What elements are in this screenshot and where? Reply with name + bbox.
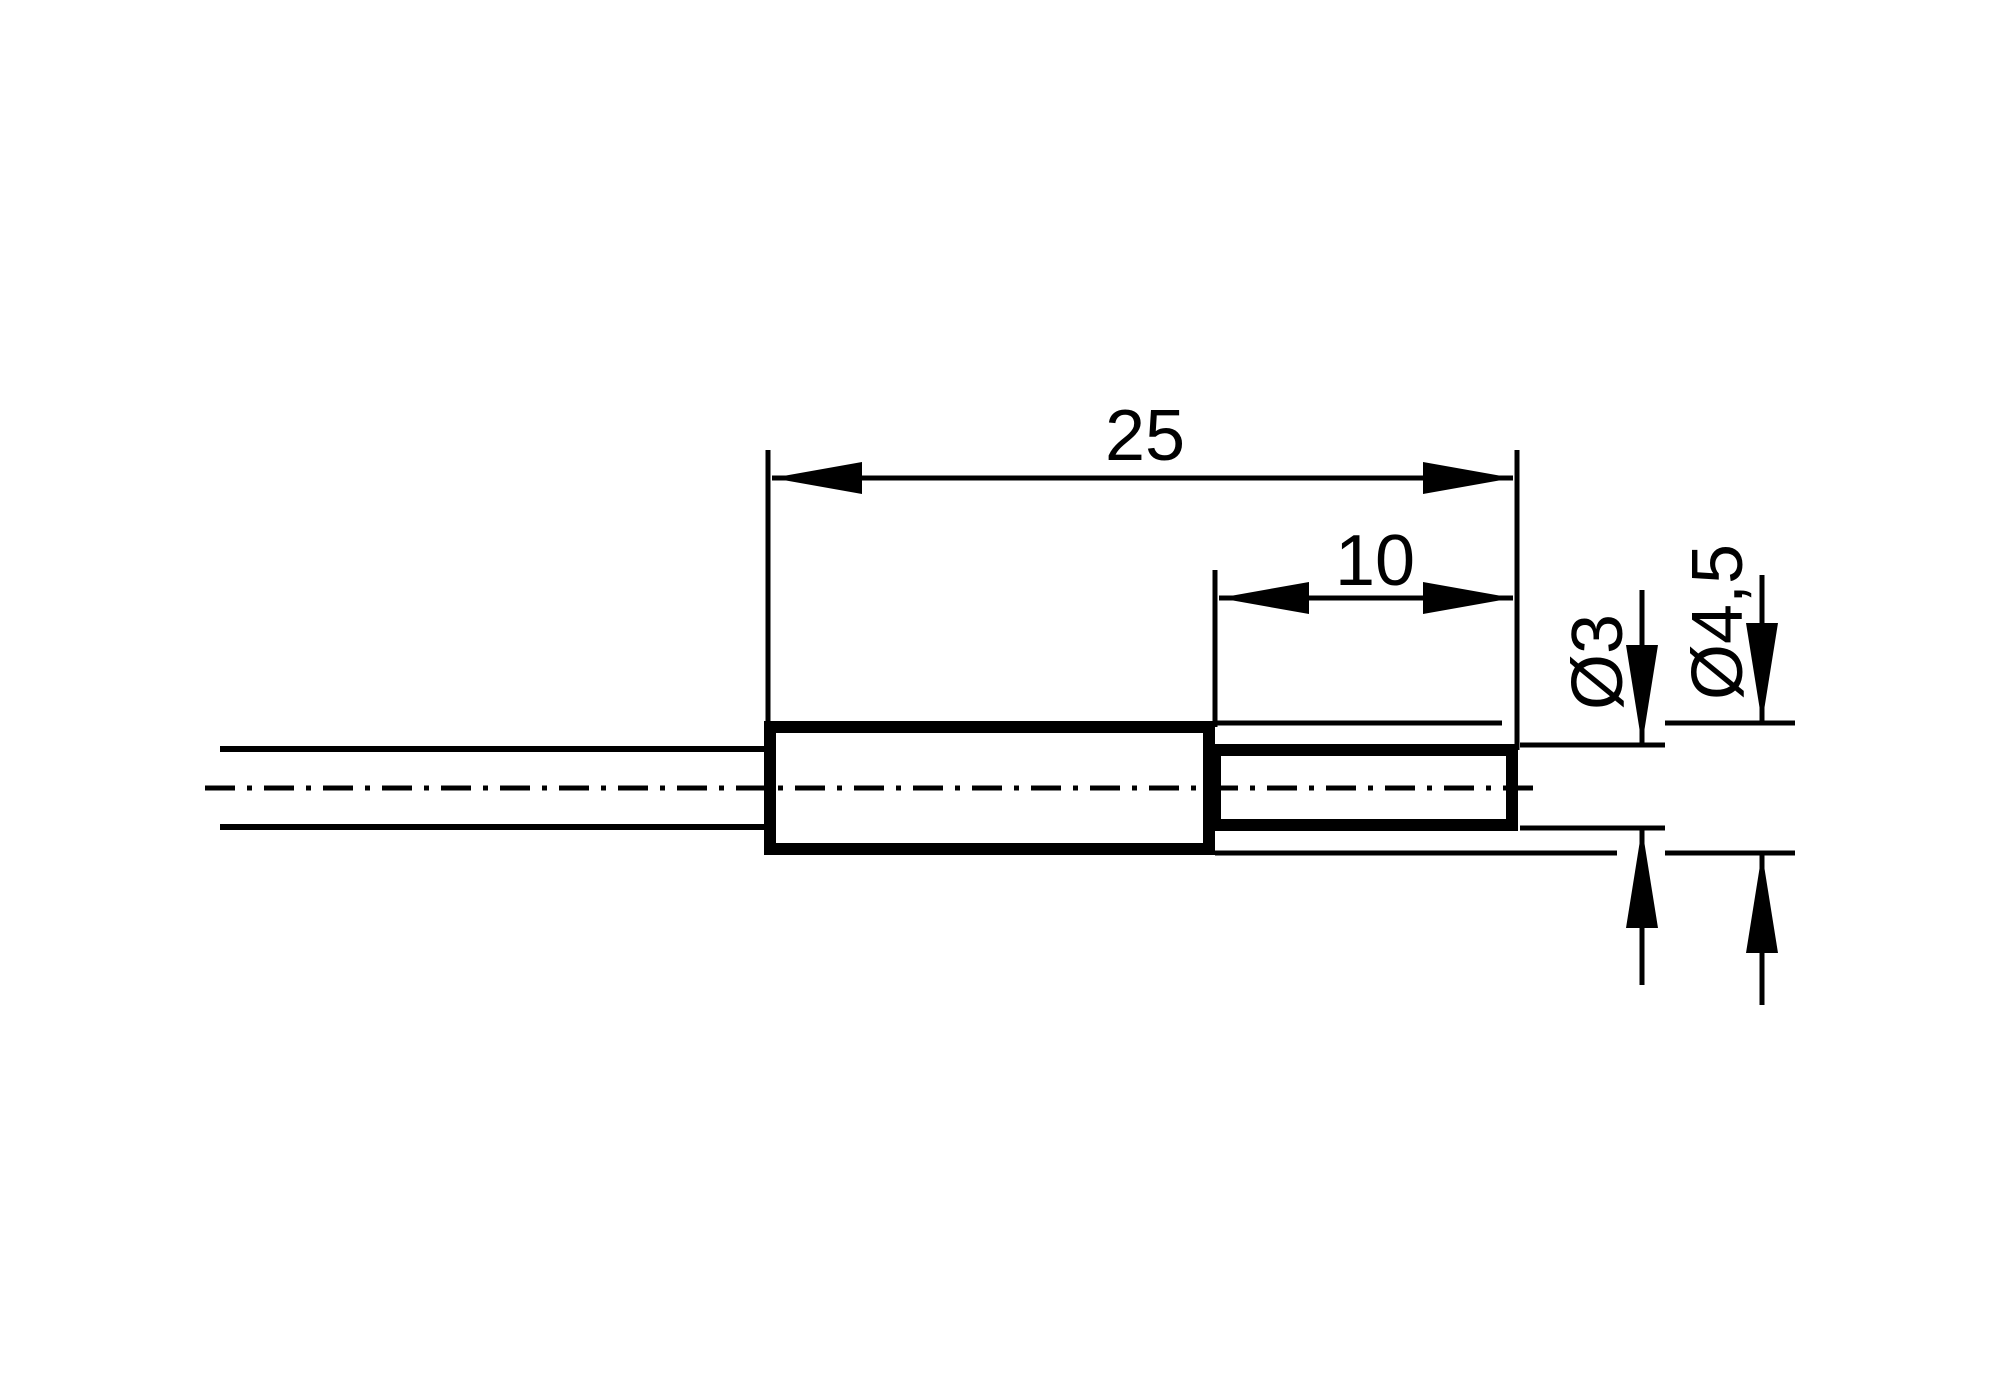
outline-lines [1215,720,1617,856]
dimension-body-diameter [1665,575,1795,1005]
dimension-25-label: 25 [1105,396,1185,476]
dimension-d3-label: Ø3 [1558,614,1638,710]
dimension-tip-diameter [1520,590,1665,985]
sensor-tip [1209,744,1518,831]
dimension-d45-label: Ø4,5 [1678,544,1758,700]
dimension-tip-length [1212,570,1513,727]
dimension-10-label: 10 [1335,521,1415,601]
dimension-overall-length [765,450,1520,750]
cable [220,746,768,830]
